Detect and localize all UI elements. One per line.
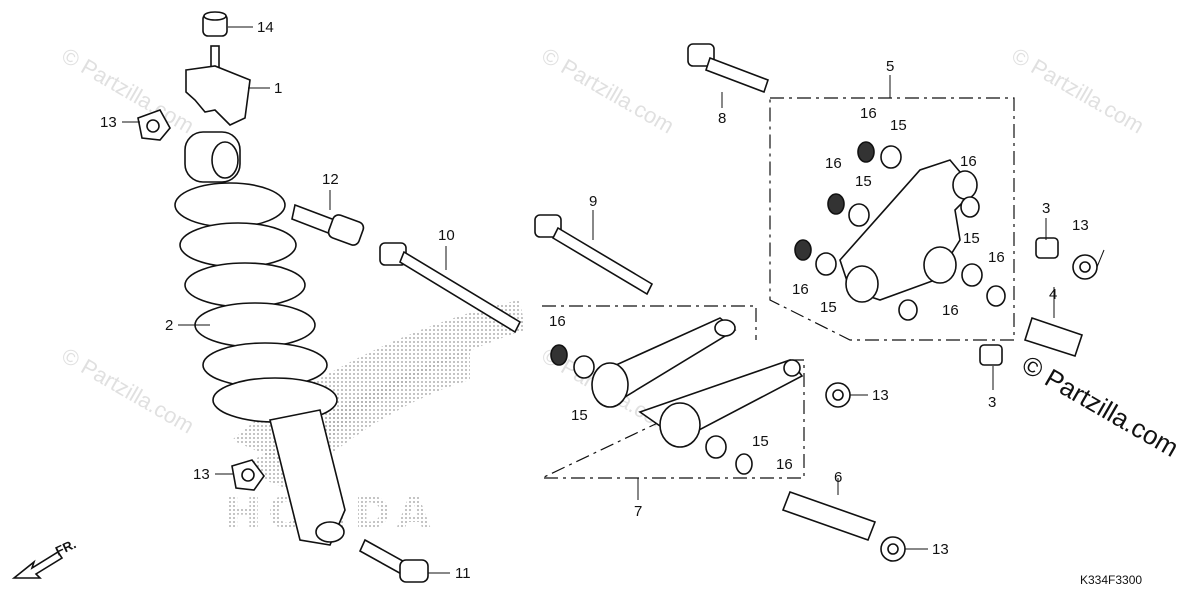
- dust-seal-16: [986, 285, 1006, 307]
- bearing-15: [573, 355, 595, 379]
- part-number-3: 3: [988, 394, 996, 411]
- part-number-16: 16: [942, 302, 959, 319]
- part-number-9: 9: [589, 193, 597, 210]
- part-labels: 14 1 13 2 12 10 9 8 5 16 15 16 15 16 15 …: [100, 19, 1089, 582]
- part-number-13: 13: [1072, 217, 1089, 234]
- part-number-12: 12: [322, 171, 339, 188]
- part-number-16: 16: [792, 281, 809, 298]
- leader-lines: [122, 26, 1105, 574]
- dust-seal-16: [898, 299, 918, 321]
- part-number-15: 15: [820, 299, 837, 316]
- bolt-10[interactable]: [379, 242, 522, 334]
- part-number-13: 13: [872, 387, 889, 404]
- pipe-4[interactable]: [1023, 316, 1084, 358]
- part-number-13: 13: [932, 541, 949, 558]
- front-label: FR.: [53, 536, 78, 558]
- nut-13[interactable]: [825, 382, 851, 408]
- bolt-9[interactable]: [534, 214, 654, 296]
- dust-seal-16: [794, 239, 812, 261]
- collar-3[interactable]: [979, 344, 1003, 366]
- pipe-6[interactable]: [781, 490, 877, 542]
- front-direction-arrow: FR.: [11, 536, 78, 579]
- part-number-16: 16: [860, 105, 877, 122]
- part-number-3: 3: [1042, 200, 1050, 217]
- watermark: © Partzilla.com: [58, 343, 199, 439]
- part-number-1: 1: [274, 80, 282, 97]
- dust-seal-16: [857, 141, 875, 163]
- cushion-arm-7[interactable]: [591, 317, 804, 448]
- part-number-10: 10: [438, 227, 455, 244]
- dust-seal-16: [735, 453, 753, 475]
- part-number-5: 5: [886, 58, 894, 75]
- part-number-13: 13: [100, 114, 117, 131]
- dust-seal-16: [827, 193, 845, 215]
- part-number-11: 11: [455, 565, 471, 582]
- connecting-rod-5[interactable]: [839, 159, 978, 303]
- part-number-7: 7: [634, 503, 642, 520]
- watermark: © Partzilla.com: [58, 43, 199, 139]
- part-number-15: 15: [855, 173, 872, 190]
- bolt-11[interactable]: [358, 538, 429, 583]
- bolt-8[interactable]: [687, 43, 770, 94]
- part-number-16: 16: [960, 153, 977, 170]
- nut-14[interactable]: [202, 11, 228, 37]
- part-number-16: 16: [825, 155, 842, 172]
- bearings-and-seals: [550, 141, 1006, 475]
- dust-seal-16: [550, 344, 568, 366]
- watermark: © Partzilla.com: [1008, 43, 1149, 139]
- part-number-13: 13: [193, 466, 210, 483]
- part-number-16: 16: [549, 313, 566, 330]
- part-number-16: 16: [776, 456, 793, 473]
- part-number-15: 15: [963, 230, 980, 247]
- collar-3[interactable]: [1035, 237, 1059, 259]
- nut-13[interactable]: [1072, 254, 1098, 280]
- assembly-box-7: [541, 305, 805, 479]
- bearing-15: [848, 203, 870, 227]
- bearing-15: [880, 145, 902, 169]
- bearing-15: [961, 263, 983, 287]
- bolt-12[interactable]: [291, 203, 365, 247]
- part-number-15: 15: [752, 433, 769, 450]
- bearing-15: [705, 435, 727, 459]
- bearing-15: [815, 252, 837, 276]
- assembly-box-5: [769, 97, 1015, 341]
- part-number-8: 8: [718, 110, 726, 127]
- part-number-16: 16: [988, 249, 1005, 266]
- watermark-main: © Partzilla.com: [1017, 349, 1184, 463]
- watermark: © Partzilla.com: [538, 43, 679, 139]
- bracket-1[interactable]: [185, 45, 251, 126]
- nut-13[interactable]: [137, 109, 171, 141]
- part-number-4: 4: [1049, 286, 1057, 303]
- part-number-6: 6: [834, 469, 842, 486]
- part-number-14: 14: [257, 19, 274, 36]
- part-number-15: 15: [571, 407, 588, 424]
- diagram-code: K334F3300: [1080, 573, 1142, 587]
- shock-absorber-2[interactable]: [174, 131, 346, 546]
- part-number-15: 15: [890, 117, 907, 134]
- part-number-2: 2: [165, 317, 173, 334]
- nut-13[interactable]: [231, 459, 265, 491]
- dust-seal-16: [960, 196, 980, 218]
- nut-13[interactable]: [880, 536, 906, 562]
